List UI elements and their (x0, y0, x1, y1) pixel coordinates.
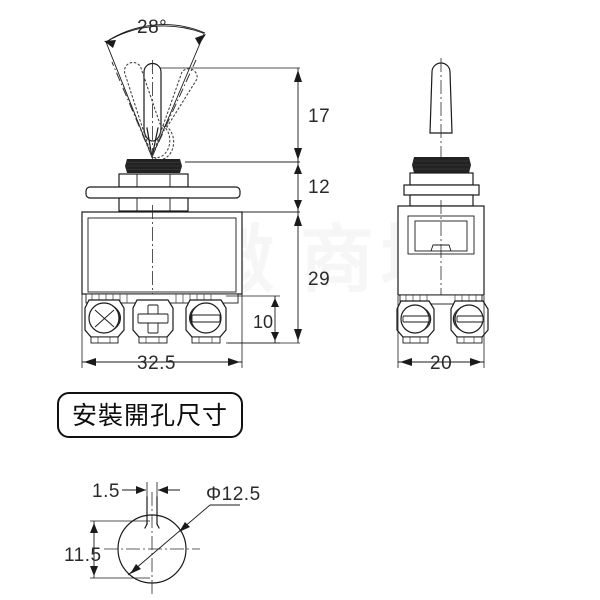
dimension-1-5-label: 1.5 (92, 481, 120, 502)
dimension-10-label: 10 (253, 312, 273, 332)
toggle-angle-indicator (104, 24, 206, 158)
lever-tilted-outlines (123, 61, 198, 161)
dimension-32-5: 32.5 (81, 294, 243, 374)
mounting-plate (85, 186, 241, 199)
side-view: 20 (396, 58, 489, 374)
dimension-29-label: 29 (308, 269, 330, 290)
dimension-20-label: 20 (430, 353, 452, 374)
side-bushing-collar (403, 172, 480, 207)
terminal-left (84, 299, 125, 344)
dimension-diameter-label: Φ12.5 (206, 484, 261, 505)
dimension-11-5: 11.5 (64, 520, 150, 579)
panel-cutout-title-box: 安裝開孔尺寸 (57, 392, 243, 438)
dimension-10: 10 (226, 295, 280, 344)
lever-tilted-centerlines (111, 59, 197, 158)
toggle-lever (143, 60, 162, 160)
diameter-leader: Φ12.5 (127, 484, 261, 576)
terminal-center (132, 299, 174, 344)
dimension-32-5-label: 32.5 (137, 353, 176, 374)
switch-body-front (81, 205, 243, 300)
panel-cutout-title: 安裝開孔尺寸 (71, 400, 228, 430)
side-terminal-left (396, 300, 435, 344)
dimension-12-label: 12 (308, 177, 330, 198)
side-switch-body (397, 200, 485, 300)
dimension-29: 29 (228, 211, 330, 344)
front-view: 17 12 29 (81, 17, 330, 374)
dimension-28deg-label: 28° (137, 17, 167, 38)
dimension-1-5: 1.5 (92, 481, 180, 502)
cutout-keyway (144, 496, 160, 529)
panel-cutout-view: Φ12.5 1.5 11.5 (64, 481, 261, 594)
dimension-11-5-label: 11.5 (64, 545, 102, 566)
dimension-17: 17 (160, 67, 330, 163)
svg-text:商: 商 (300, 218, 374, 301)
threaded-bushing (125, 159, 182, 173)
side-terminal-right (450, 300, 489, 344)
side-toggle-lever (429, 58, 453, 160)
hex-nut-upper (118, 173, 189, 188)
dimension-20: 20 (397, 296, 485, 374)
dimension-17-label: 17 (308, 106, 330, 127)
terminal-right (185, 299, 227, 344)
hex-nut-lower (118, 197, 189, 212)
side-threaded-bushing (412, 157, 471, 173)
